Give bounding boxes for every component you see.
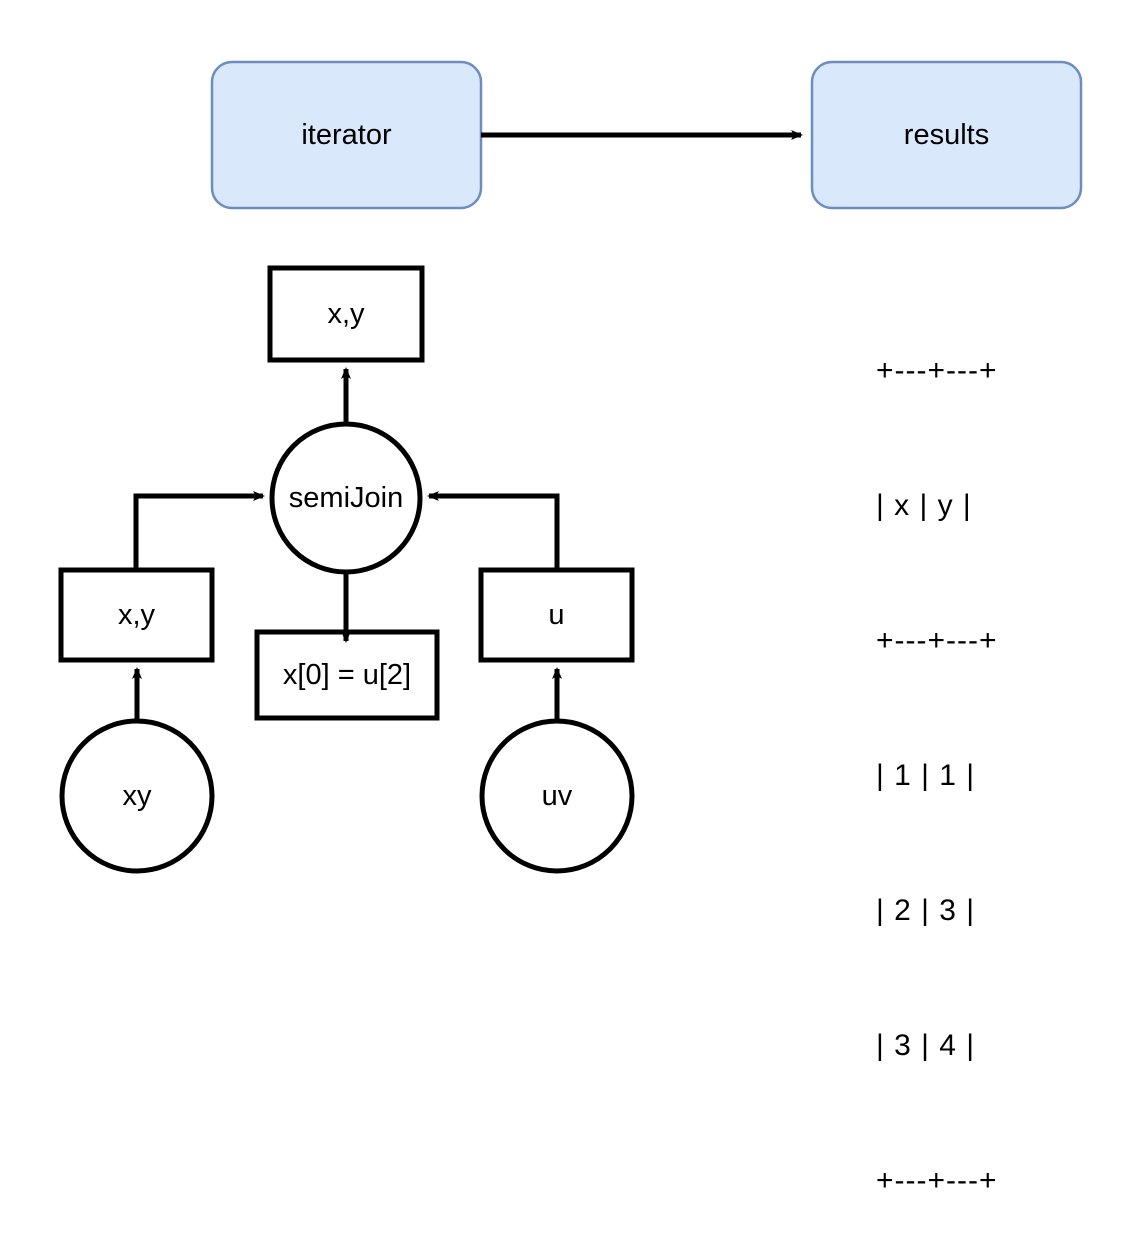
results-ascii-table: +---+---+ | x | y | +---+---+ | 1 | 1 | … <box>876 258 998 1248</box>
right-source-circle[interactable] <box>479 718 635 874</box>
output-projection-box[interactable] <box>267 265 425 363</box>
table-border-bottom: +---+---+ <box>876 1164 998 1197</box>
results-node[interactable] <box>810 60 1083 210</box>
left-projection-box[interactable] <box>58 567 215 663</box>
table-header-row: | x | y | <box>876 489 972 522</box>
edge-right-projection-to-semijoin <box>427 491 560 570</box>
table-row: | 2 | 3 | <box>876 894 976 927</box>
iterator-box[interactable] <box>210 60 483 210</box>
diagram-canvas <box>58 60 1083 874</box>
right-projection-box[interactable] <box>478 567 635 663</box>
join-condition-box[interactable] <box>254 629 440 721</box>
table-row: | 1 | 1 | <box>876 759 976 792</box>
table-border-mid: +---+---+ <box>876 624 998 657</box>
results-box[interactable] <box>810 60 1083 210</box>
left-source-circle[interactable] <box>59 718 215 874</box>
semijoin-operator-circle[interactable] <box>269 421 423 575</box>
table-border-top: +---+---+ <box>876 354 998 387</box>
table-row: | 3 | 4 | <box>876 1029 976 1062</box>
edge-left-projection-to-semijoin <box>133 491 265 570</box>
iterator-node[interactable] <box>210 60 483 210</box>
